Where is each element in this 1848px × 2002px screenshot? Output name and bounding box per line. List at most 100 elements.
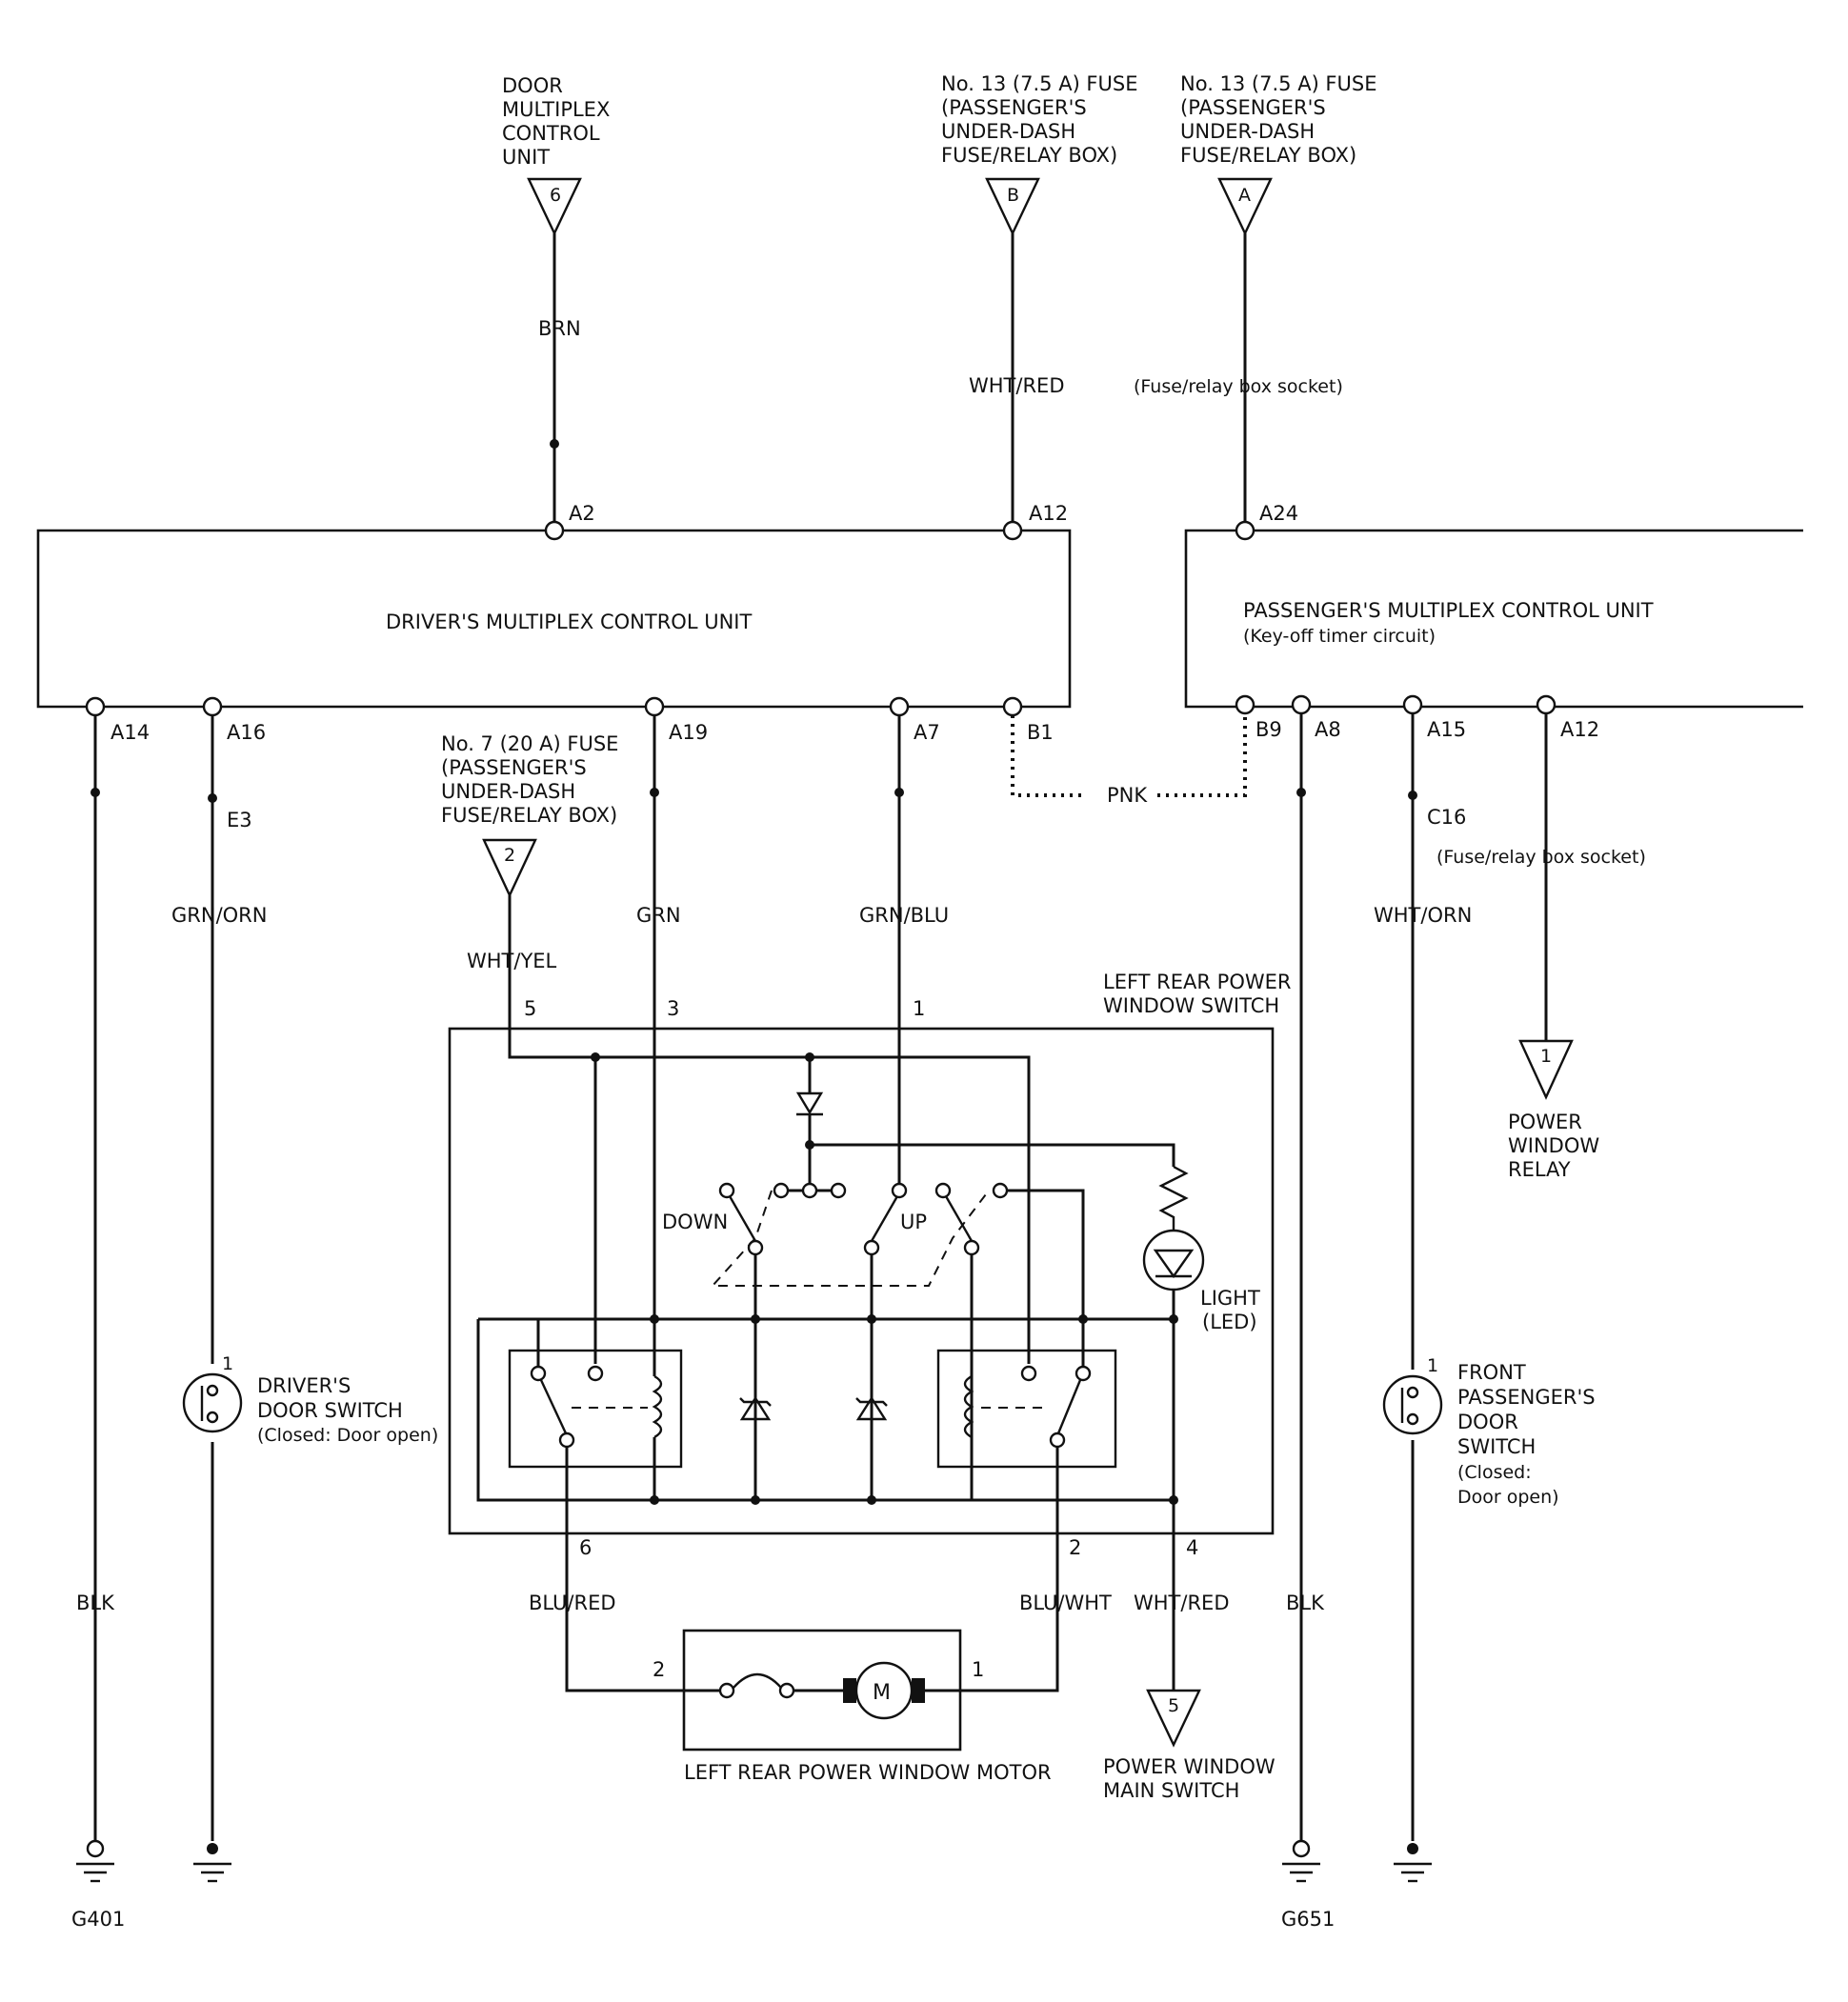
left-rear-window-switch: LEFT REAR POWER WINDOW SWITCH LIGHT (LED… <box>448 971 1292 1691</box>
wire-wht-red-top-label: WHT/RED <box>969 374 1065 397</box>
relay-label-1: POWER <box>1508 1111 1582 1133</box>
fuse13-b-label-4: FUSE/RELAY BOX) <box>941 144 1117 167</box>
fuse13-a-socket-label: (Fuse/relay box socket) <box>1134 376 1343 397</box>
switch-pin-4: 4 <box>1186 1536 1198 1559</box>
driver-door-switch-label-1: DRIVER'S <box>257 1374 351 1397</box>
wire-blu-wht-label: BLU/WHT <box>1019 1592 1112 1614</box>
pin-a14: A14 <box>110 721 150 744</box>
wire-blu-red-label: BLU/RED <box>529 1592 616 1614</box>
door-mux-label-3: CONTROL <box>502 122 600 145</box>
door-mux-pin: 6 <box>550 185 561 206</box>
connector-c16: C16 <box>1427 806 1466 829</box>
motor-title: LEFT REAR POWER WINDOW MOTOR <box>684 1761 1052 1784</box>
led-label: (LED) <box>1202 1311 1257 1333</box>
wire-pnk-label: PNK <box>1107 784 1148 807</box>
wire-wht-orn-label: WHT/ORN <box>1374 904 1472 927</box>
motor-pin-2: 2 <box>653 1658 665 1681</box>
driver-multiplex-unit: DRIVER'S MULTIPLEX CONTROL UNIT A2 A12 A… <box>36 502 1072 744</box>
fuse7-connector-triangle <box>482 838 537 898</box>
pin-a7: A7 <box>914 721 940 744</box>
switch-pin-6: 6 <box>579 1536 592 1559</box>
fuse13-a-source: No. 13 (7.5 A) FUSE (PASSENGER'S UNDER-D… <box>1134 72 1376 531</box>
switch-pin-5: 5 <box>524 997 536 1020</box>
fuse13-a-label-4: FUSE/RELAY BOX) <box>1180 144 1356 167</box>
pass-door-switch-label-1: FRONT <box>1457 1361 1526 1384</box>
ground-g651: G651 <box>1281 1908 1335 1931</box>
main-switch-connector: WHT/RED 5 POWER WINDOW MAIN SWITCH <box>1103 1592 1276 1802</box>
fuse13-a-label-3: UNDER-DASH <box>1180 120 1315 143</box>
relay-connector-triangle <box>1518 1039 1574 1100</box>
left-rear-window-motor: BLU/RED BLU/WHT 2 1 M LEFT REAR POWER WI… <box>529 1572 1112 1784</box>
fuse7-label-1: No. 7 (20 A) FUSE <box>441 732 618 755</box>
fuse13-a-label-2: (PASSENGER'S <box>1180 96 1326 119</box>
driver-door-switch: 1 DRIVER'S DOOR SWITCH (Closed: Door ope… <box>182 1353 438 1446</box>
fuse13-b-label-3: UNDER-DASH <box>941 120 1075 143</box>
relay-socket-label: (Fuse/relay box socket) <box>1436 847 1646 868</box>
front-passenger-door-switch: 1 FRONT PASSENGER'S DOOR SWITCH (Closed:… <box>1382 1355 1596 1508</box>
driver-unit-title: DRIVER'S MULTIPLEX CONTROL UNIT <box>386 611 752 633</box>
passenger-multiplex-unit: PASSENGER'S MULTIPLEX CONTROL UNIT (Key-… <box>1184 502 1803 741</box>
driver-door-switch-label-2: DOOR SWITCH <box>257 1399 403 1422</box>
door-mux-label-2: MULTIPLEX <box>502 98 610 121</box>
main-switch-label-1: POWER WINDOW <box>1103 1755 1276 1778</box>
fuse7-label-4: FUSE/RELAY BOX) <box>441 804 617 827</box>
main-switch-pin: 5 <box>1168 1695 1179 1716</box>
wire-wht-red-bottom-label: WHT/RED <box>1134 1592 1230 1614</box>
motor-pin-1: 1 <box>972 1658 984 1681</box>
pin-a24: A24 <box>1259 502 1298 525</box>
wire-blk-left-label: BLK <box>76 1592 115 1614</box>
light-label: LIGHT <box>1200 1287 1260 1310</box>
pin-b9: B9 <box>1255 718 1282 741</box>
pin-a2: A2 <box>569 502 595 525</box>
motor-m-symbol: M <box>873 1681 891 1705</box>
main-switch-label-2: MAIN SWITCH <box>1103 1779 1239 1802</box>
fuse13-b-connector-triangle <box>985 177 1040 236</box>
fuse7-label-3: UNDER-DASH <box>441 780 575 803</box>
fuse13-b-pin: B <box>1007 185 1019 206</box>
pin-b1: B1 <box>1027 721 1054 744</box>
a12-relay-wire: (Fuse/relay box socket) 1 POWER WINDOW R… <box>1436 713 1646 1181</box>
switch-pin-1: 1 <box>913 997 925 1020</box>
pin-a12-driver: A12 <box>1029 502 1068 525</box>
wire-grn-blu-label: GRN/BLU <box>859 904 949 927</box>
switch-pin-2: 2 <box>1069 1536 1081 1559</box>
pass-door-switch-label-4: SWITCH <box>1457 1435 1536 1458</box>
relay-pin: 1 <box>1540 1046 1552 1067</box>
passenger-unit-box <box>1184 529 1803 709</box>
pin-a8: A8 <box>1315 718 1341 741</box>
wire-wht-yel-label: WHT/YEL <box>467 950 557 972</box>
driver-door-switch-label-3: (Closed: Door open) <box>257 1425 438 1446</box>
fuse13-a-connector-triangle <box>1217 177 1273 236</box>
door-mux-connector-triangle <box>527 177 582 236</box>
wire-grn-orn-label: GRN/ORN <box>171 904 267 927</box>
pass-door-switch-label-3: DOOR <box>1457 1411 1518 1433</box>
switch-pin-3: 3 <box>667 997 679 1020</box>
fuse13-a-pin: A <box>1238 185 1251 206</box>
passenger-unit-subtitle: (Key-off timer circuit) <box>1243 626 1436 647</box>
pin-a16: A16 <box>227 721 266 744</box>
driver-door-switch-pin: 1 <box>222 1353 233 1374</box>
a15-door-switch-wire: C16 WHT/ORN 1 FRONT PASSENGER'S DOOR SWI… <box>1374 713 1596 1883</box>
fuse13-a-label-1: No. 13 (7.5 A) FUSE <box>1180 72 1376 95</box>
a16-door-switch-wire: E3 GRN/ORN 1 DRIVER'S DOOR SWITCH (Close… <box>171 715 438 1883</box>
pin-a19: A19 <box>669 721 708 744</box>
relay-label-2: WINDOW <box>1508 1134 1599 1157</box>
a8-ground-wire: BLK G651 <box>1281 713 1335 1931</box>
wire-grn-label: GRN <box>636 904 681 927</box>
motor-box <box>682 1629 962 1752</box>
fuse13-b-label-2: (PASSENGER'S <box>941 96 1087 119</box>
pin-a12-passenger: A12 <box>1560 718 1599 741</box>
door-mux-label-4: UNIT <box>502 146 550 169</box>
a14-ground-wire: BLK G401 <box>71 715 125 1931</box>
wire-blk-right-label: BLK <box>1286 1592 1325 1614</box>
pass-door-switch-label-6: Door open) <box>1457 1487 1559 1508</box>
down-label: DOWN <box>662 1211 728 1233</box>
passenger-unit-title: PASSENGER'S MULTIPLEX CONTROL UNIT <box>1243 599 1654 622</box>
connector-e3: E3 <box>227 809 252 831</box>
pass-door-switch-label-2: PASSENGER'S <box>1457 1386 1596 1409</box>
up-label: UP <box>900 1211 927 1233</box>
fuse7-label-2: (PASSENGER'S <box>441 756 587 779</box>
door-mux-label-1: DOOR <box>502 74 563 97</box>
pass-door-switch-label-5: (Closed: <box>1457 1462 1532 1483</box>
